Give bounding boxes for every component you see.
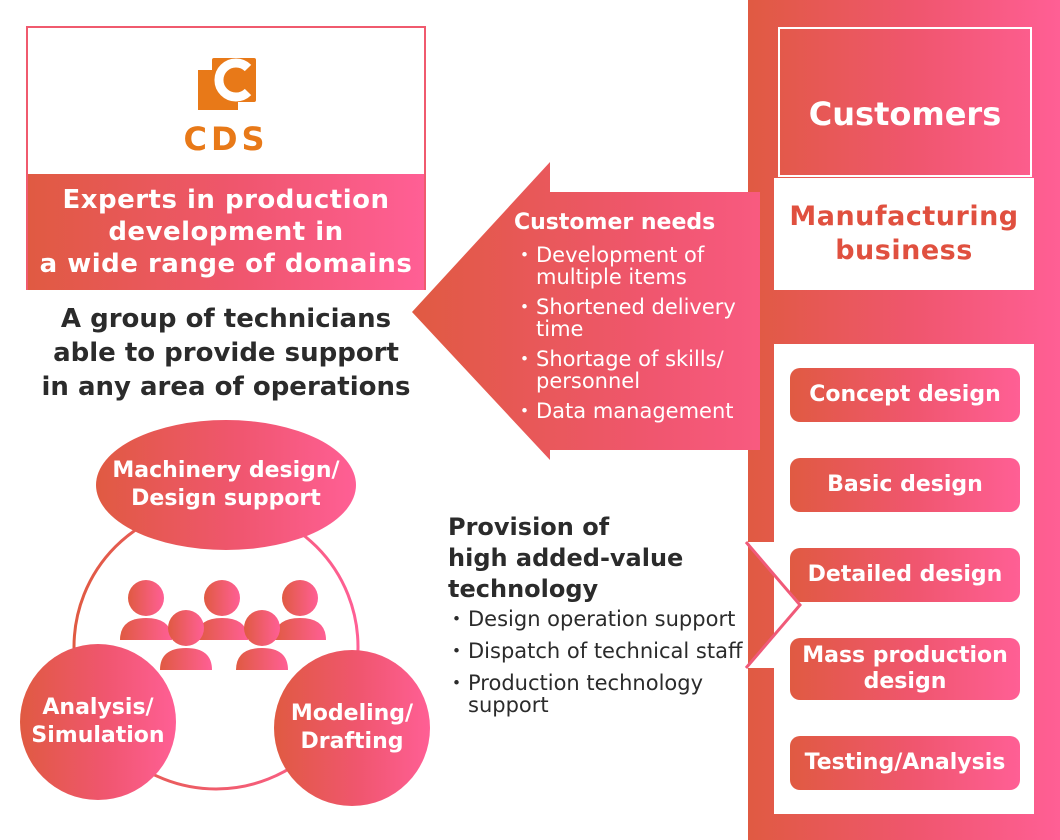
need-line: multiple items xyxy=(536,265,687,289)
circle-machinery-design: Machinery design/ Design support xyxy=(96,420,356,550)
customer-need-item: Data management xyxy=(514,399,756,423)
circle-label-line: Drafting xyxy=(300,729,404,754)
technicians-line: A group of technicians xyxy=(60,304,392,334)
provision-item: Design operation support xyxy=(446,607,748,631)
need-line: personnel xyxy=(536,369,641,393)
need-line: Shortened delivery xyxy=(536,295,736,319)
provision-title-line: high added-value xyxy=(448,544,684,572)
stage-label: Mass production xyxy=(802,643,1008,668)
technicians-line: able to provide support xyxy=(53,338,399,368)
provision-line: support xyxy=(468,693,549,717)
provision-line: Design operation support xyxy=(468,607,736,631)
stage-label: Basic design xyxy=(827,472,983,497)
cds-description-line: a wide range of domains xyxy=(39,249,413,279)
cds-logo-area: CDS xyxy=(28,28,424,174)
stage-label: Detailed design xyxy=(807,562,1003,587)
circle-label-line: Simulation xyxy=(31,723,165,748)
provision-item: Production technology support xyxy=(446,671,748,717)
circle-label-line: Machinery design/ xyxy=(112,458,340,483)
cds-description-band: Experts in production development in a w… xyxy=(28,174,424,290)
stage-basic-design: Basic design xyxy=(790,458,1020,512)
cds-name: CDS xyxy=(183,120,269,158)
provision-list: Design operation support Dispatch of tec… xyxy=(446,607,748,726)
customer-needs-list: Development of multiple items Shortened … xyxy=(514,243,756,430)
provision-item: Dispatch of technical staff xyxy=(446,639,748,663)
need-line: time xyxy=(536,317,584,341)
customers-title: Customers xyxy=(808,95,1002,133)
provision-title-line: technology xyxy=(448,575,599,603)
manufacturing-line: Manufacturing xyxy=(789,201,1019,232)
circle-label-line: Analysis/ xyxy=(42,695,154,720)
manufacturing-line: business xyxy=(835,235,973,266)
need-line: Development of xyxy=(536,243,705,267)
circle-label-line: Modeling/ xyxy=(290,701,414,726)
provision-line: Production technology xyxy=(468,671,704,695)
cds-description: Experts in production development in a w… xyxy=(28,184,424,280)
circle-analysis-simulation: Analysis/ Simulation xyxy=(20,644,176,800)
customer-need-item: Shortage of skills/ personnel xyxy=(514,347,756,393)
customer-needs-title: Customer needs xyxy=(514,210,716,235)
stage-concept-design: Concept design xyxy=(790,368,1020,422)
cds-logo-icon xyxy=(198,58,256,110)
technicians-line: in any area of operations xyxy=(41,372,411,402)
stage-label: Concept design xyxy=(809,382,1001,407)
manufacturing-business-label: Manufacturing business xyxy=(774,200,1034,268)
need-line: Data management xyxy=(536,399,734,423)
cds-description-line: development in xyxy=(108,217,344,247)
stage-label: Testing/Analysis xyxy=(804,750,1006,775)
provision-line: Dispatch of technical staff xyxy=(468,639,743,663)
stage-mass-production-design: Mass production design xyxy=(790,638,1020,700)
stage-testing-analysis: Testing/Analysis xyxy=(790,736,1020,790)
customer-need-item: Development of multiple items xyxy=(514,243,756,289)
circle-modeling-drafting: Modeling/ Drafting xyxy=(274,650,430,806)
circle-label-line: Design support xyxy=(131,486,321,511)
stage-label: design xyxy=(863,669,947,694)
provision-title: Provision of high added-value technology xyxy=(448,512,683,605)
provision-chevron-icon xyxy=(744,541,802,669)
technicians-statement: A group of technicians able to provide s… xyxy=(26,302,426,404)
cds-description-line: Experts in production xyxy=(62,185,390,215)
people-icon xyxy=(120,580,326,670)
design-stages-panel: Concept design Basic design Detailed des… xyxy=(774,344,1034,814)
cds-panel: CDS Experts in production development in… xyxy=(26,26,426,290)
need-line: Shortage of skills/ xyxy=(536,347,724,371)
stage-detailed-design: Detailed design xyxy=(790,548,1020,602)
customer-need-item: Shortened delivery time xyxy=(514,295,756,341)
provision-title-line: Provision of xyxy=(448,513,610,541)
customers-header: Customers xyxy=(778,27,1032,177)
manufacturing-business-box: Manufacturing business xyxy=(774,178,1034,290)
